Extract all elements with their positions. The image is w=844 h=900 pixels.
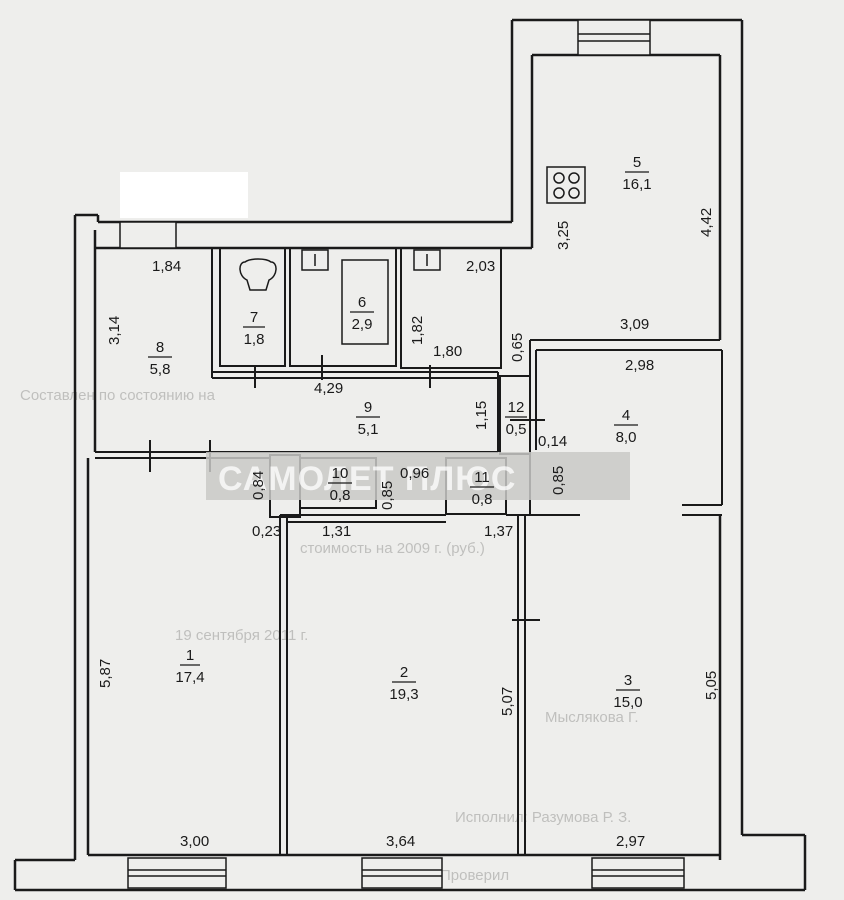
room-5-area: 16,1 (622, 176, 651, 193)
dim-2-03: 2,03 (466, 258, 495, 275)
room-11-area: 0,8 (472, 491, 493, 508)
room-numbers: 1 17,4 2 19,3 3 15,0 4 8,0 5 16,1 6 2,9 … (150, 154, 652, 711)
dim-2-98: 2,98 (625, 357, 654, 374)
dim-5-87: 5,87 (97, 659, 114, 688)
room-5-number: 5 (633, 154, 641, 171)
dim-3-00: 3,00 (180, 833, 209, 850)
room-labels (148, 171, 649, 691)
window-room1 (127, 857, 227, 889)
dim-3-09: 3,09 (620, 316, 649, 333)
dim-1-84: 1,84 (152, 258, 181, 275)
room-1-number: 1 (186, 647, 194, 664)
windows (119, 19, 685, 889)
room-2-area: 19,3 (389, 686, 418, 703)
room-3-number: 3 (624, 672, 632, 689)
dim-0-96: 0,96 (400, 465, 429, 482)
room-12-area: 0,5 (506, 421, 527, 438)
room-4-number: 4 (622, 407, 630, 424)
dimension-labels: 1,84 3,14 1,82 2,03 3,25 4,42 0,65 3,09 … (97, 208, 720, 850)
dim-0-23: 0,23 (252, 523, 281, 540)
bg-text-1: Составлен по состоянию на (20, 387, 216, 404)
sink-icon (413, 249, 441, 271)
window-room3 (591, 857, 685, 889)
dim-3-25: 3,25 (555, 221, 572, 250)
dim-1-82: 1,82 (409, 316, 426, 345)
room-11-number: 11 (474, 469, 490, 486)
room-6-area: 2,9 (352, 316, 373, 333)
dim-0-85-a: 0,85 (379, 481, 396, 510)
dim-1-80: 1,80 (433, 343, 462, 360)
room-1-area: 17,4 (175, 669, 204, 686)
dim-3-64: 3,64 (386, 833, 415, 850)
redaction-patch (120, 172, 248, 218)
bg-text-3: Исполнил: Разумова Р. З. (455, 809, 631, 826)
dim-1-31: 1,31 (322, 523, 351, 540)
dim-0-85-b: 0,85 (550, 466, 567, 495)
background-print: Составлен по состоянию на 19 сентября 20… (20, 387, 639, 884)
room-10-number: 10 (332, 465, 349, 482)
window-kitchen (577, 19, 651, 56)
bg-text-4: Проверил (440, 867, 509, 884)
watermark: САМОЛЕТ ПЛЮС (206, 452, 630, 500)
room-6-number: 6 (358, 294, 366, 311)
dim-1-15: 1,15 (473, 401, 490, 430)
bg-text-6: стоимость на 2009 г. (руб.) (300, 540, 485, 557)
bg-text-5: Мыслякова Г. (545, 709, 639, 726)
dim-3-14: 3,14 (106, 316, 123, 345)
stove-icon (546, 166, 586, 204)
dim-0-65: 0,65 (509, 333, 526, 362)
room-7-area: 1,8 (244, 331, 265, 348)
dim-4-42: 4,42 (698, 208, 715, 237)
room-9-number: 9 (364, 399, 372, 416)
dim-0-84: 0,84 (250, 471, 267, 500)
dim-4-29: 4,29 (314, 380, 343, 397)
room-2-number: 2 (400, 664, 408, 681)
dim-2-97: 2,97 (616, 833, 645, 850)
fixtures (239, 166, 586, 291)
room-3-area: 15,0 (613, 694, 642, 711)
dim-1-37: 1,37 (484, 523, 513, 540)
dim-0-14: 0,14 (538, 433, 567, 450)
room-9-area: 5,1 (358, 421, 379, 438)
watermark-text: САМОЛЕТ ПЛЮС (218, 460, 516, 498)
window-room2 (361, 857, 443, 889)
room-12-number: 12 (508, 399, 525, 416)
dim-5-07: 5,07 (499, 687, 516, 716)
room-8-area: 5,8 (150, 361, 171, 378)
room-10-area: 0,8 (330, 487, 351, 504)
room-4-area: 8,0 (616, 429, 637, 446)
room-7-number: 7 (250, 309, 258, 326)
sink-icon (301, 249, 329, 271)
dim-5-05: 5,05 (703, 671, 720, 700)
room-8-number: 8 (156, 339, 164, 356)
toilet-icon (239, 258, 277, 291)
entrance-door (119, 221, 177, 249)
bg-text-2: 19 сентября 2011 г. (175, 627, 308, 644)
